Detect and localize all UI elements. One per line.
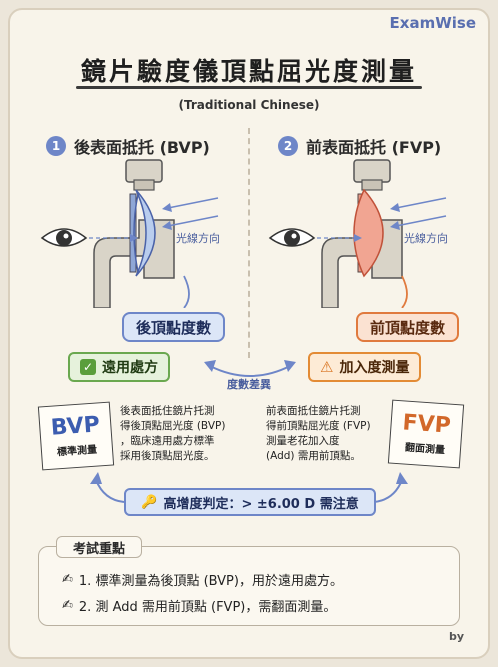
step-number-1: 1	[46, 136, 66, 156]
exam-point-text: 2. 測 Add 需用前頂點 (FVP)，需翻面測量。	[78, 600, 337, 615]
key-icon: 🔑	[141, 494, 158, 510]
eye-icon	[268, 228, 316, 247]
fvp-note-subtitle: 翻面測量	[404, 442, 446, 456]
exam-points-box	[38, 546, 460, 626]
bvp-light-label: 光線方向	[176, 231, 220, 245]
exam-point-item: ✍ 2. 測 Add 需用前頂點 (FVP)，需翻面測量。	[62, 596, 336, 615]
bvp-heading-text: 後表面抵托 (BVP)	[74, 138, 210, 157]
fvp-desc-line: 前表面抵住鏡片托測	[266, 405, 361, 417]
bvp-note-subtitle: 標準測量	[56, 444, 98, 458]
exam-point-item: ✍ 1. 標準測量為後頂點 (BVP)，用於遠用處方。	[62, 570, 343, 589]
add-measure-tag: ⚠ 加入度測量	[308, 352, 422, 382]
exam-point-text: 1. 標準測量為後頂點 (BVP)，用於遠用處方。	[78, 574, 343, 589]
bvp-note-title: BVP	[49, 411, 101, 441]
fvp-heading-text: 前表面抵托 (FVP)	[306, 138, 442, 157]
fvp-degree-pill: 前頂點度數	[356, 312, 460, 342]
difference-label: 度數差異	[227, 378, 271, 391]
exam-points-title: 考試重點	[56, 536, 143, 558]
center-divider	[248, 128, 250, 358]
fvp-desc-line: 得前頂點屈光度 (FVP)	[266, 420, 371, 432]
bvp-desc-line: 後表面抵住鏡片托測	[120, 405, 215, 417]
pencil-icon: ✍	[62, 598, 73, 613]
key-point-bar: 🔑 高增度判定：> ±6.00 D 需注意	[124, 488, 376, 516]
title-underline	[76, 86, 422, 89]
connect-arrows	[90, 472, 408, 503]
lens-icon	[353, 188, 384, 278]
lens-icon	[133, 189, 156, 277]
add-measure-label: 加入度測量	[339, 360, 410, 376]
fvp-note-card: FVP 翻面測量	[387, 399, 465, 469]
key-point-text: 高增度判定：> ±6.00 D 需注意	[163, 496, 359, 512]
fvp-light-label: 光線方向	[404, 231, 448, 245]
fvp-section-heading: 2 前表面抵托 (FVP)	[278, 134, 441, 158]
brand-logo: ExamWise	[389, 14, 476, 32]
bvp-degree-pill: 後頂點度數	[122, 312, 226, 342]
bvp-note-card: BVP 標準測量	[37, 401, 115, 471]
fvp-desc-line: 測量老花加入度	[266, 435, 340, 447]
warning-icon: ⚠	[320, 358, 334, 376]
page-title: 鏡片驗度儀頂點屈光度測量	[80, 57, 417, 86]
check-icon: ✓	[80, 359, 96, 375]
fvp-note-title: FVP	[401, 409, 452, 439]
pencil-icon: ✍	[62, 572, 73, 587]
fvp-desc-line: (Add) 需用前頂點。	[266, 450, 361, 462]
bvp-lensometer-diagram: 光線方向	[40, 159, 220, 308]
bvp-desc-line: ，臨床遠用處方標準	[120, 435, 215, 447]
fvp-lensometer-diagram: 光線方向	[268, 159, 448, 308]
step-number-2: 2	[278, 136, 298, 156]
eye-icon	[40, 228, 88, 247]
bvp-description: 後表面抵住鏡片托測 得後頂點屈光度 (BVP) ，臨床遠用處方標準 採用後頂點屈…	[120, 404, 225, 464]
difference-arrow	[204, 360, 296, 377]
page-subtitle: (Traditional Chinese)	[178, 98, 320, 112]
bvp-desc-line: 採用後頂點屈光度。	[120, 450, 215, 462]
byline: by	[448, 630, 464, 643]
bvp-section-heading: 1 後表面抵托 (BVP)	[46, 134, 210, 158]
fvp-description: 前表面抵住鏡片托測 得前頂點屈光度 (FVP) 測量老花加入度 (Add) 需用…	[266, 404, 371, 464]
distance-rx-label: 遠用處方	[102, 360, 158, 376]
bvp-desc-line: 得後頂點屈光度 (BVP)	[120, 420, 226, 432]
distance-rx-tag: ✓ 遠用處方	[68, 352, 170, 382]
